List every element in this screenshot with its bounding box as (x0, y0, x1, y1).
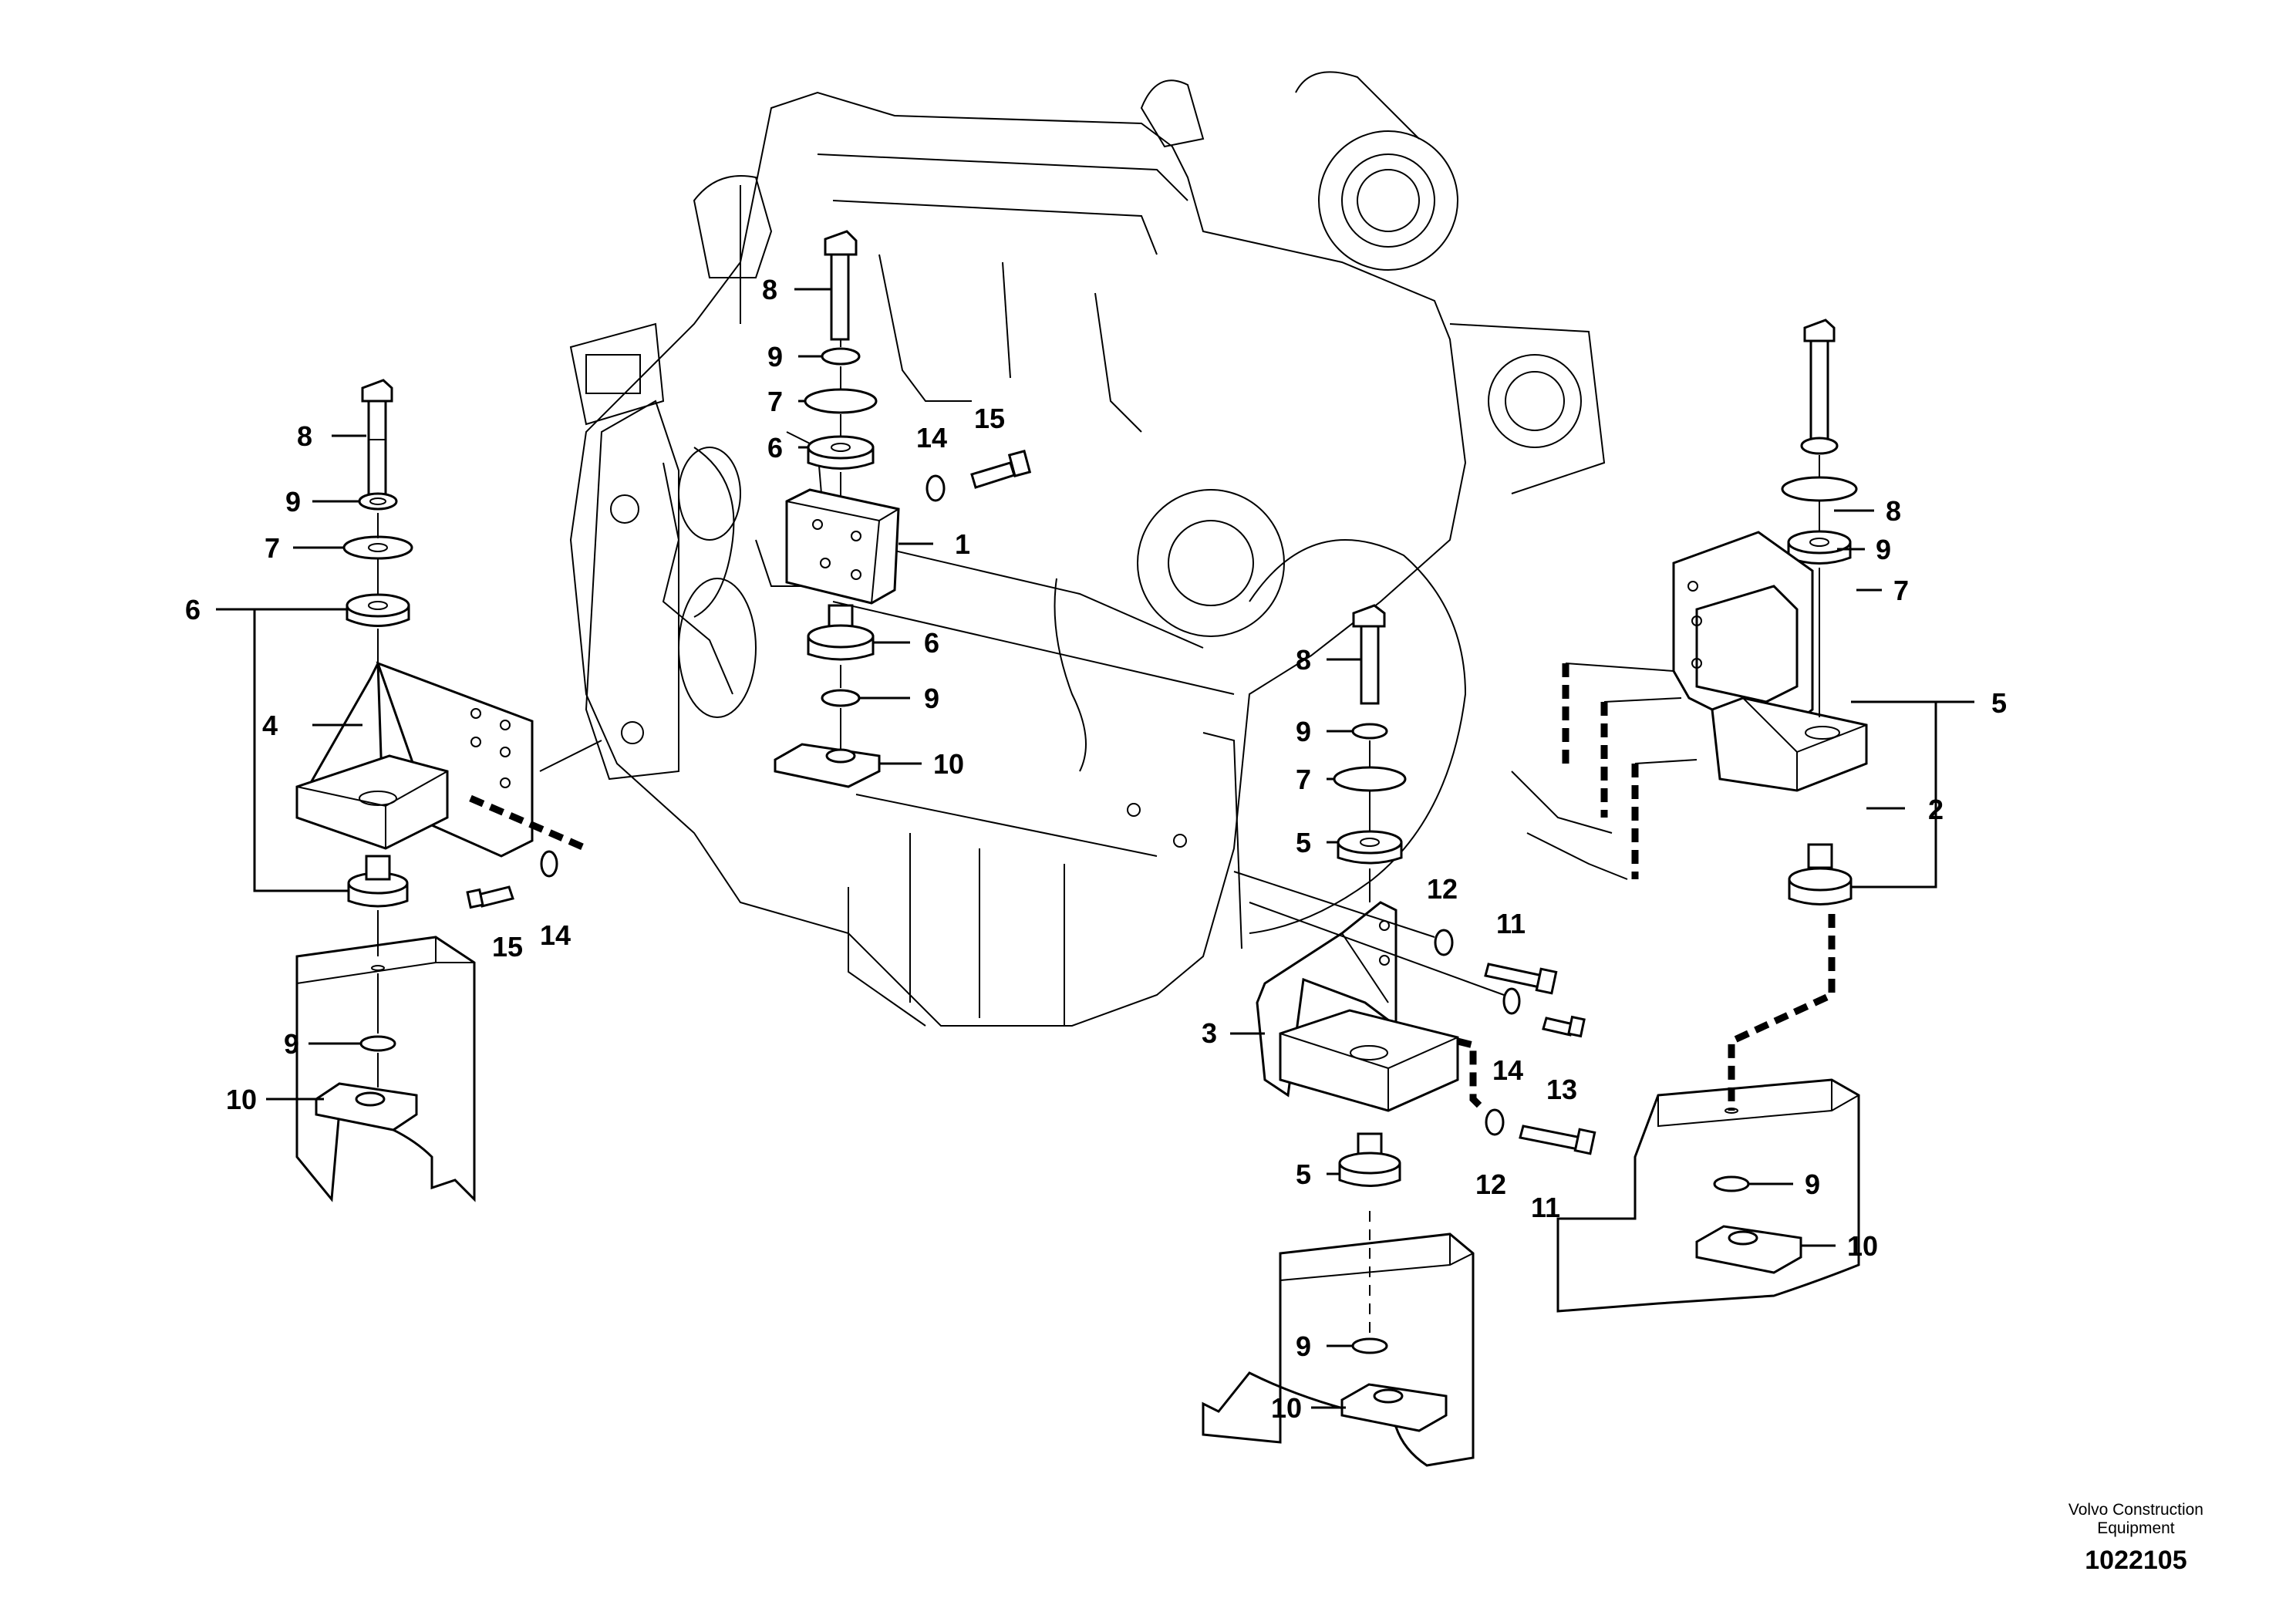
callout-9: 9 (1805, 1168, 1820, 1200)
callout-6: 6 (185, 594, 201, 626)
washer-7-right (1781, 476, 1858, 502)
screw-15-center (970, 450, 1032, 489)
washer-9-left-bottom (359, 1035, 396, 1052)
washer-7-left (342, 535, 413, 560)
callout-5: 5 (1296, 1158, 1311, 1190)
washer-9-left-top (358, 492, 398, 511)
washer-9-center-bottom (821, 689, 861, 707)
callout-3: 3 (1202, 1017, 1217, 1049)
screw-15-left (466, 885, 514, 909)
cushion-6-center-lower (807, 604, 875, 661)
callout-9: 9 (285, 486, 301, 518)
bracket-2 (1672, 531, 1868, 792)
manufacturer-line-1: Volvo Construction (2068, 1501, 2203, 1519)
frame-support-rear-center (1202, 1233, 1475, 1467)
washer-9-rear-center-top (1351, 723, 1388, 740)
callout-10: 10 (933, 748, 964, 780)
pad-1 (785, 488, 900, 605)
callout-8: 8 (762, 274, 777, 305)
washer-7-rear-center (1333, 766, 1407, 792)
callout-11: 11 (1496, 908, 1526, 939)
callout-8: 8 (1296, 644, 1311, 676)
callout-6: 6 (767, 432, 783, 464)
bracket-4 (295, 661, 534, 858)
cushion-6-left-upper (346, 593, 410, 627)
bolt-11-upper (1484, 963, 1558, 995)
washer-9-right-top (1800, 437, 1839, 455)
callout-7: 7 (1893, 575, 1909, 606)
cushion-6-center-upper (807, 435, 875, 470)
callout-1: 1 (955, 528, 970, 560)
washer-12-lower (1485, 1108, 1505, 1136)
callout-13: 13 (1546, 1074, 1577, 1105)
callout-14: 14 (1492, 1054, 1523, 1086)
bolt-11-lower (1519, 1125, 1596, 1155)
callout-10: 10 (1847, 1230, 1878, 1262)
leader-lines (216, 288, 1974, 1409)
callout-12: 12 (1475, 1168, 1506, 1200)
callout-9: 9 (1296, 716, 1311, 747)
screw-13 (1542, 1015, 1586, 1038)
washer-14-rear (1502, 987, 1521, 1015)
callout-8: 8 (1886, 495, 1901, 527)
callout-5: 5 (1991, 687, 2007, 719)
callout-2: 2 (1928, 794, 1944, 825)
engine-block (569, 71, 1606, 1027)
callout-labels: 1 2 3 4 5 5 5 6 6 6 7 7 7 7 8 8 8 8 9 9 … (185, 274, 2007, 1424)
washer-7-center (804, 388, 878, 414)
nut-plate-10-rear-center (1340, 1383, 1448, 1432)
manufacturer-name: Volvo Construction Equipment (2068, 1501, 2203, 1538)
nut-plate-10-right (1695, 1225, 1802, 1274)
cushion-5-rear-center-upper (1337, 830, 1403, 865)
cushion-5-rear-center-lower (1338, 1132, 1401, 1187)
callout-9: 9 (1296, 1330, 1311, 1362)
rear-right-mount (1511, 319, 1868, 1313)
callout-7: 7 (265, 532, 280, 564)
bolt-8-center-top (824, 230, 858, 341)
callout-10: 10 (226, 1084, 257, 1115)
footer-block: Volvo Construction Equipment 1022105 (2068, 1501, 2203, 1576)
bracket-3 (1256, 901, 1459, 1112)
callout-9: 9 (767, 341, 783, 373)
frame-support-left (295, 936, 476, 1202)
washer-9-rear-center-bottom (1351, 1337, 1388, 1354)
cushion-5-right-lower (1788, 843, 1853, 905)
washer-9-right-bottom (1713, 1175, 1750, 1192)
callout-7: 7 (1296, 764, 1311, 795)
manufacturer-line-2: Equipment (2097, 1519, 2175, 1537)
bolt-8-rear-center (1352, 604, 1386, 705)
rear-center-mount (1202, 604, 1596, 1467)
callout-14: 14 (916, 422, 947, 454)
callout-9: 9 (1876, 534, 1891, 565)
bolt-8-right (1803, 319, 1836, 443)
callout-5: 5 (1296, 827, 1311, 858)
callout-4: 4 (262, 710, 278, 741)
callout-15: 15 (492, 931, 523, 963)
callout-15: 15 (974, 403, 1005, 434)
front-center-mount (774, 230, 1032, 788)
callout-9: 9 (284, 1028, 299, 1060)
washer-14-center (925, 474, 946, 502)
callout-12: 12 (1427, 873, 1458, 905)
callout-14: 14 (540, 919, 571, 951)
callout-8: 8 (297, 420, 312, 452)
bolt-8-left (361, 379, 393, 503)
washer-9-center-top (821, 347, 861, 366)
callout-10: 10 (1271, 1392, 1302, 1424)
washer-14-left (540, 850, 558, 878)
front-left-mount (295, 379, 602, 1202)
nut-plate-10-left (315, 1082, 418, 1131)
callout-9: 9 (924, 683, 939, 714)
drawing-number: 1022105 (2085, 1546, 2187, 1575)
cushion-6-left-lower (347, 855, 409, 908)
callout-6: 6 (924, 627, 939, 659)
nut-plate-10-center (774, 743, 881, 788)
cushion-5-right-upper (1787, 530, 1852, 565)
callout-7: 7 (767, 386, 783, 417)
washer-12-upper (1434, 929, 1454, 956)
callout-11: 11 (1531, 1192, 1560, 1223)
